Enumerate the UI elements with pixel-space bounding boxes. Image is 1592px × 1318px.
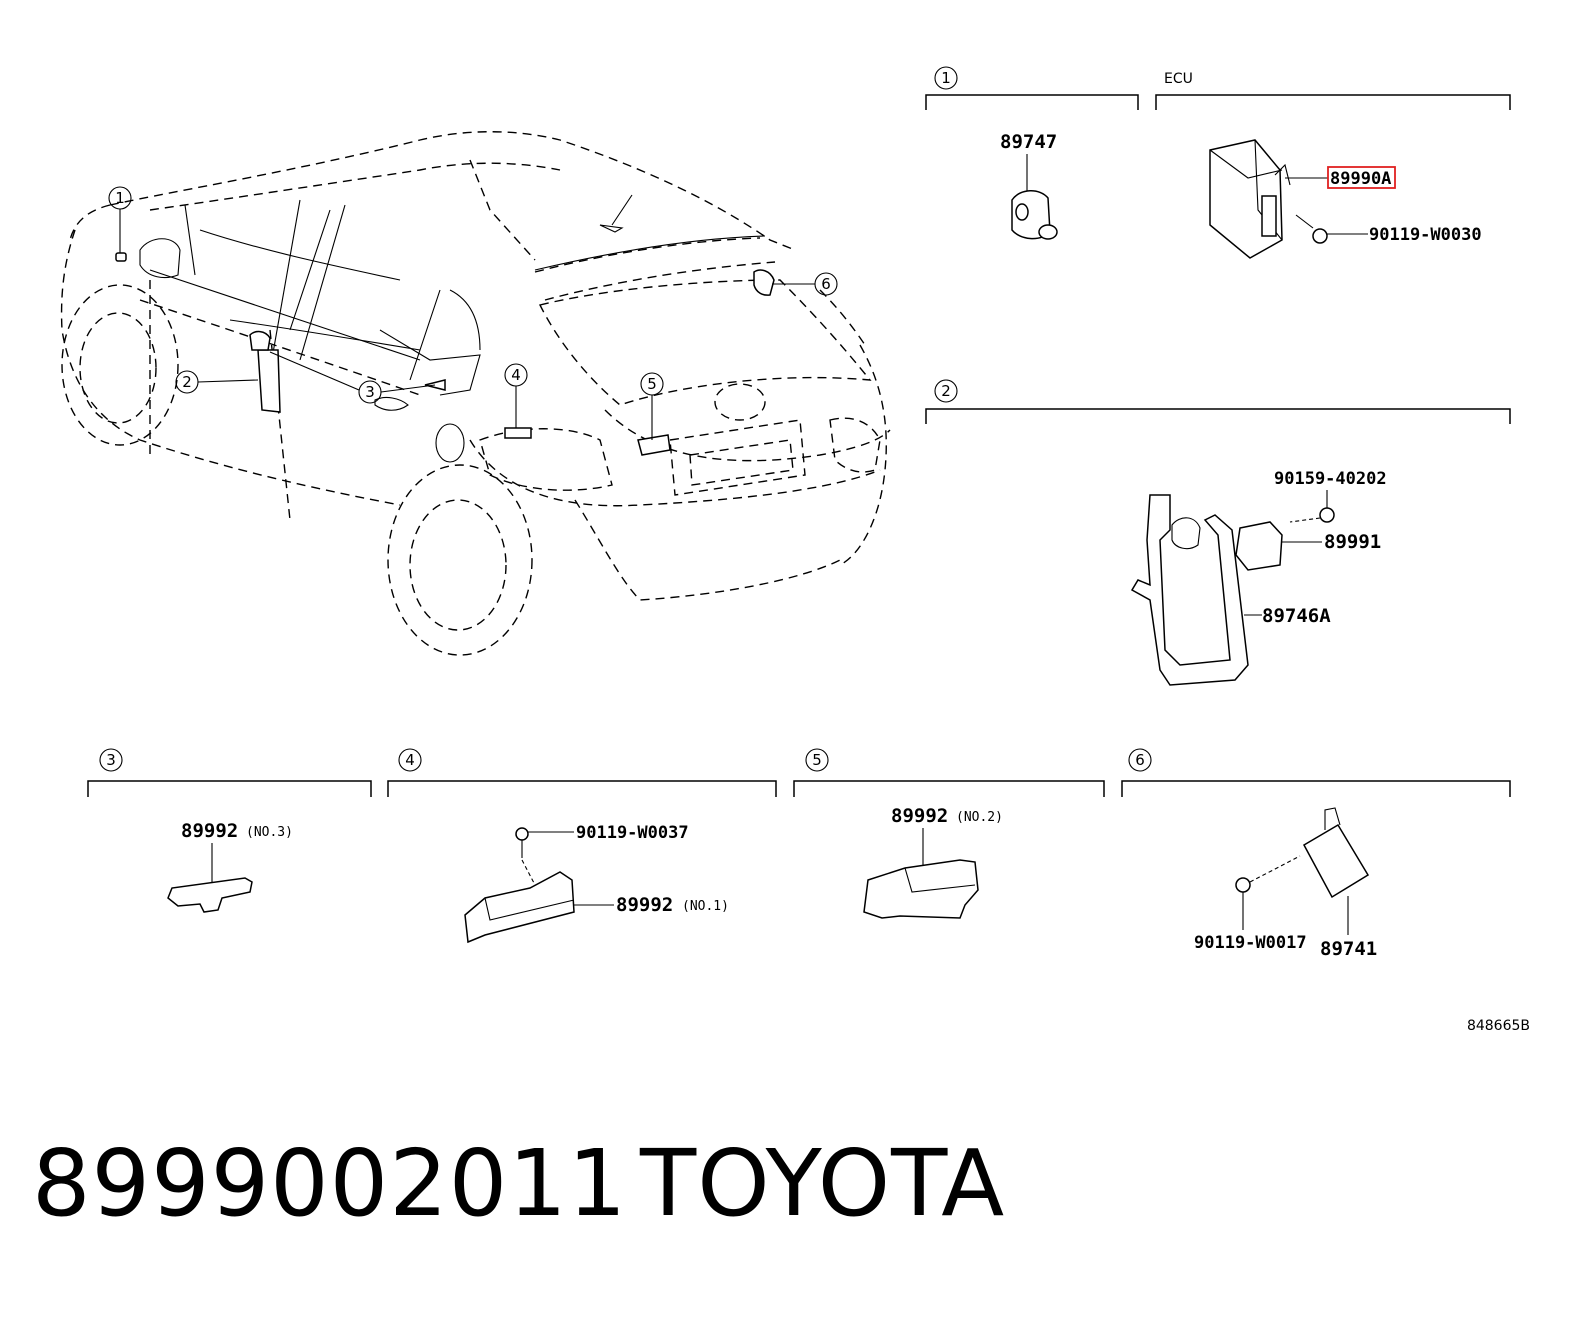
svg-text:5: 5 [812,751,822,769]
part-89992-no3[interactable]: 89992 (NO.3) [167,820,293,913]
svg-text:1: 1 [115,189,125,207]
svg-text:89746A: 89746A [1262,605,1331,627]
svg-text:1: 1 [941,69,951,87]
group-4-header: 4 [387,748,777,797]
svg-text:89992: 89992 [891,805,948,827]
bolt-90119-W0030[interactable]: 90119-W0030 [1295,214,1482,245]
svg-text:(NO.2): (NO.2) [956,810,1003,825]
part-89747[interactable]: 89747 [1000,131,1058,240]
part-89991[interactable]: 89991 [1235,521,1381,571]
car-callout-5[interactable]: 5 [640,372,664,440]
svg-text:4: 4 [511,366,521,384]
svg-text:(NO.3): (NO.3) [246,825,293,840]
svg-text:89741: 89741 [1320,938,1377,960]
svg-text:89990A: 89990A [1330,169,1391,189]
car-callout-4[interactable]: 4 [504,363,528,428]
svg-text:2: 2 [182,373,192,391]
svg-text:4: 4 [405,751,415,769]
part-89746A-handle[interactable]: 89746A [1130,494,1331,686]
car-callout-3[interactable]: 3 [269,351,436,404]
part-89992-no1[interactable]: 89992 (NO.1) [464,871,729,944]
group-5-header: 5 [793,748,1105,797]
part-89990A-ecu[interactable]: 89990A [1209,139,1396,259]
car-callout-1[interactable]: 1 [108,186,132,253]
svg-text:89992: 89992 [616,894,673,916]
svg-text:2: 2 [941,382,951,400]
svg-text:90119-W0037: 90119-W0037 [576,823,689,843]
svg-text:3: 3 [365,383,375,401]
svg-text:5: 5 [647,375,657,393]
highlight-box [1327,166,1396,189]
ecu-header: ECU [1155,71,1511,110]
svg-text:90159-40202: 90159-40202 [1274,469,1387,489]
svg-text:90119-W0017: 90119-W0017 [1194,933,1307,953]
svg-text:6: 6 [1135,751,1145,769]
car-callout-2[interactable]: 2 [175,370,259,394]
vehicle-illustration [60,131,891,656]
svg-text:90119-W0030: 90119-W0030 [1369,225,1482,245]
svg-text:89747: 89747 [1000,131,1057,153]
bolt-90119-W0017[interactable]: 90119-W0017 [1194,855,1307,953]
svg-text:6: 6 [821,275,831,293]
bolt-90119-W0037[interactable]: 90119-W0037 [515,823,689,886]
footer-part-number: 8999002011 [32,1130,628,1237]
bolt-90159-40202[interactable]: 90159-40202 [1274,469,1387,523]
part-89992-no2[interactable]: 89992 (NO.2) [863,805,1003,919]
group-2-header: 2 [925,379,1511,424]
svg-text:(NO.1): (NO.1) [682,899,729,914]
car-callout-6[interactable]: 6 [772,272,838,296]
group-6-header: 6 [1121,748,1511,797]
svg-text:3: 3 [106,751,116,769]
group-1-header: 1 [925,66,1139,110]
svg-text:89991: 89991 [1324,531,1381,553]
diagram-reference: 848665B [1467,1018,1530,1034]
footer-brand: TOYOTA [640,1130,1006,1237]
part-89741[interactable]: 89741 [1302,807,1377,960]
group-3-header: 3 [87,748,372,797]
svg-text:ECU: ECU [1164,71,1193,87]
svg-text:89992: 89992 [181,820,238,842]
